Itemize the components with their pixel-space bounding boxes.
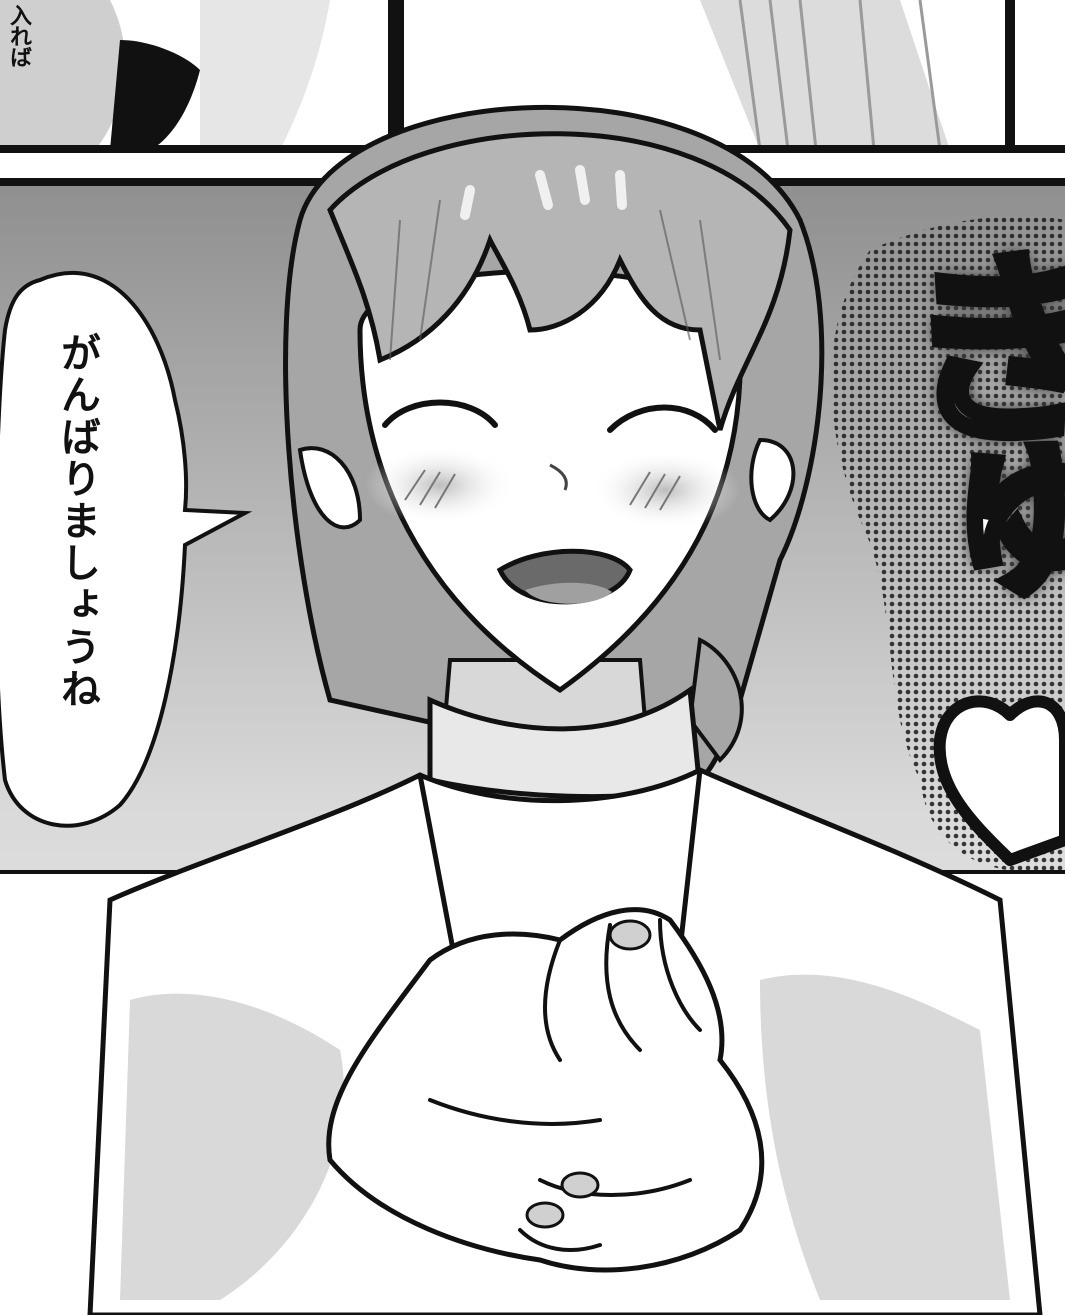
heart-icon [933, 695, 1065, 866]
top-panel-caption: 入れば [6, 4, 31, 67]
speech-bubble-text: がんばりましょうね [54, 332, 100, 710]
top-panel [0, 0, 1065, 153]
sound-effect-text: きゅ [863, 235, 1065, 585]
character [87, 104, 1043, 1315]
speech-bubble [0, 271, 253, 828]
